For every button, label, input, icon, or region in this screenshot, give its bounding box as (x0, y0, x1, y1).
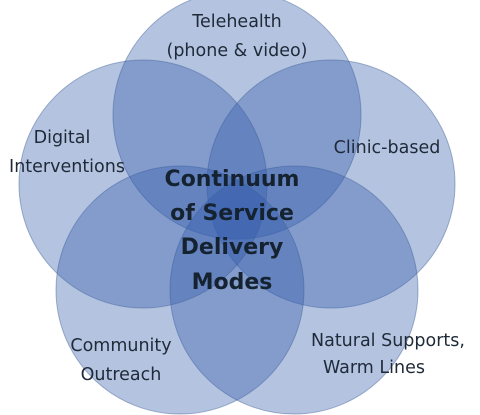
circle-community-outreach (55, 165, 305, 415)
center-title: Continuum of Service Delivery Modes (165, 167, 300, 295)
circle-digital-interventions (18, 59, 268, 309)
center-title-line-2: of Service (170, 201, 294, 226)
petal-circles (18, 0, 456, 415)
label-natural-supports: Natural Supports, Warm Lines (311, 331, 465, 378)
circle-telehealth (112, 0, 362, 240)
label-community-outreach-line-2: Outreach (81, 365, 162, 385)
label-digital-interventions-line-2: Interventions (9, 157, 125, 177)
label-digital-interventions-line-1: Digital (34, 128, 91, 148)
label-telehealth: Telehealth (phone & video) (167, 12, 308, 61)
label-natural-supports-line-2: Warm Lines (323, 358, 425, 378)
center-title-line-4: Modes (192, 270, 273, 295)
label-community-outreach-line-1: Community (70, 336, 171, 356)
label-telehealth-line-2: (phone & video) (167, 41, 308, 61)
center-title-line-3: Delivery (181, 235, 284, 260)
circle-natural-supports (169, 165, 419, 415)
label-natural-supports-line-1: Natural Supports, (311, 331, 465, 351)
label-digital-interventions: Digital Interventions (9, 128, 125, 177)
label-community-outreach: Community Outreach (70, 336, 171, 385)
center-title-line-1: Continuum (165, 167, 300, 192)
label-clinic-based: Clinic-based (334, 138, 441, 158)
label-clinic-based-line-1: Clinic-based (334, 138, 441, 158)
circle-clinic-based (206, 59, 456, 309)
label-telehealth-line-1: Telehealth (191, 12, 282, 32)
